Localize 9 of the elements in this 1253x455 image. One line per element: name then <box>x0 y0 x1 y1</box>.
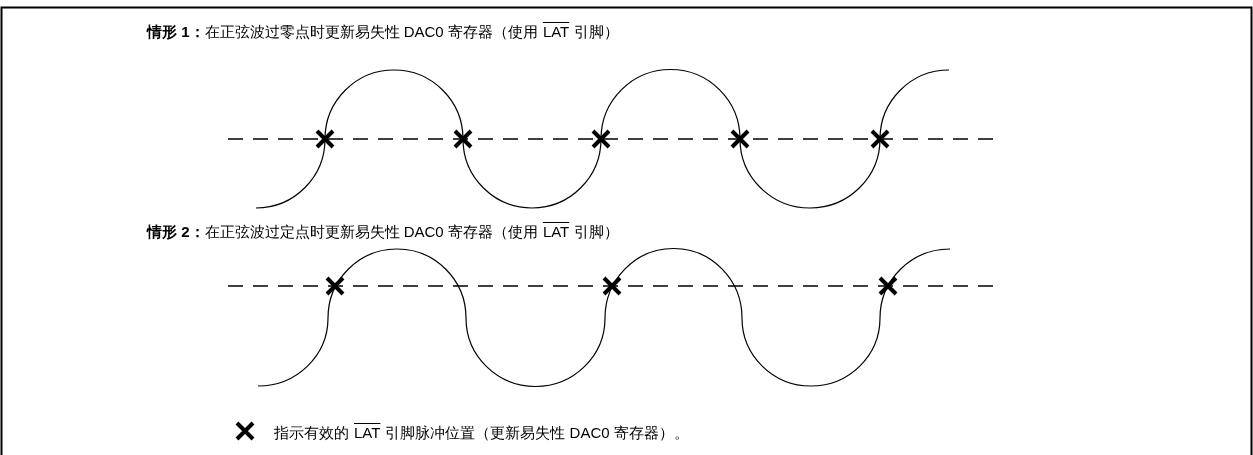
caption-text: 引脚） <box>574 22 620 42</box>
signal-name: LAT <box>354 423 381 443</box>
caption-text: 引脚脉冲位置（更新易失性 DAC0 寄存器）。 <box>385 423 689 443</box>
caption-text: 引脚） <box>574 222 620 242</box>
signal-name: LAT <box>542 22 570 42</box>
caption-text: 情形 1：在正弦波过零点时更新易失性 DAC0 寄存器（使用 <box>147 22 538 42</box>
signal-name: LAT <box>542 222 570 242</box>
caption-text: 指示有效的 <box>274 423 349 443</box>
caption-text: 情形 2：在正弦波过定点时更新易失性 DAC0 寄存器（使用 <box>147 222 538 242</box>
